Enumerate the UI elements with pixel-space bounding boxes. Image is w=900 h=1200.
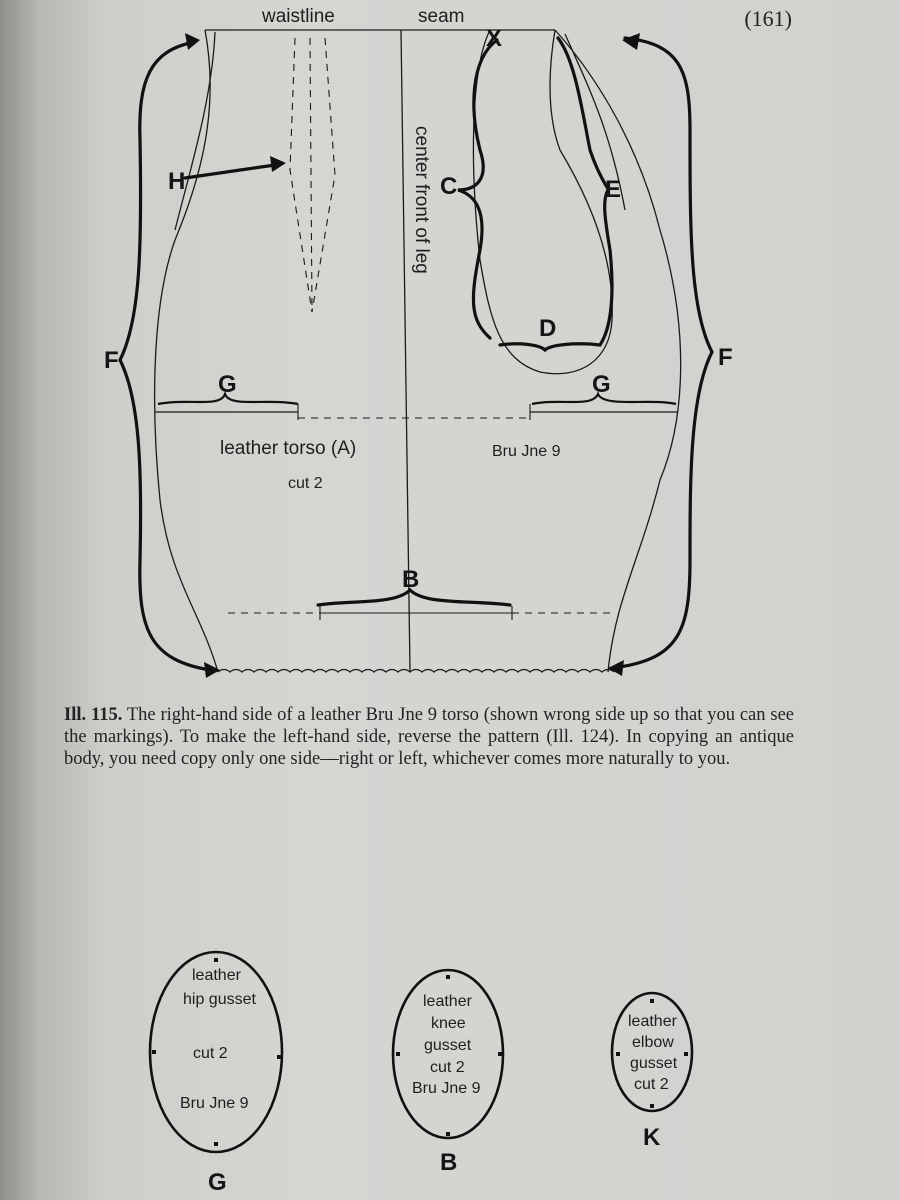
torso-right-inner-outline xyxy=(564,33,626,211)
torso-cut-label: cut 2 xyxy=(288,475,323,492)
torso-model-label: Bru Jne 9 xyxy=(492,443,561,460)
knee-gusset-line2: knee xyxy=(431,1015,466,1032)
hip-gusset-letter: G xyxy=(208,1169,227,1196)
bracket-f-left xyxy=(118,40,212,672)
arrowhead-h xyxy=(270,156,286,172)
dart-line-right xyxy=(311,37,336,313)
x-mark: X xyxy=(486,25,502,52)
dart-line-left xyxy=(289,37,313,313)
leg-opening-line xyxy=(472,29,613,375)
torso-right-outline xyxy=(554,29,682,673)
caption-text: The right-hand side of a leather Bru Jne… xyxy=(64,705,794,769)
hip-gusset-line2: hip gusset xyxy=(183,991,256,1008)
letter-f-right: F xyxy=(718,344,733,371)
letter-h: H xyxy=(168,168,185,195)
bracket-d xyxy=(498,342,602,353)
knee-gusset-line1: leather xyxy=(423,993,473,1010)
letter-e: E xyxy=(605,176,621,203)
bracket-c xyxy=(457,38,499,340)
knee-gusset-outline xyxy=(391,968,505,1140)
torso-left-outline xyxy=(153,29,219,673)
bracket-e xyxy=(556,36,614,347)
elbow-gusset-letter: K xyxy=(643,1124,661,1151)
letter-c: C xyxy=(440,173,457,200)
arrowhead-bottom-right xyxy=(608,660,624,676)
bracket-b xyxy=(316,587,512,607)
bracket-g-right xyxy=(531,391,677,406)
knee-gusset-letter: B xyxy=(440,1149,457,1176)
arrowhead-top-right xyxy=(622,33,640,50)
center-front-label: center front of leg xyxy=(411,126,432,274)
knee-gusset-model: Bru Jne 9 xyxy=(412,1080,481,1097)
bottom-scalloped-edge xyxy=(217,668,615,673)
hip-gusset-outline xyxy=(148,950,284,1154)
elbow-gusset-line3: gusset xyxy=(630,1055,678,1072)
bracket-g-left xyxy=(157,390,299,406)
torso-left-inner-outline xyxy=(174,31,216,231)
letter-g-left: G xyxy=(218,371,237,398)
hip-gusset-cut: cut 2 xyxy=(193,1045,228,1062)
letter-g-right: G xyxy=(592,371,611,398)
figure-caption: Ill. 115. The right-hand side of a leath… xyxy=(64,704,794,770)
letter-f-left: F xyxy=(104,347,119,374)
elbow-gusset-outline xyxy=(610,991,694,1113)
knee-gusset-line3: gusset xyxy=(424,1037,472,1054)
hip-gusset-line1: leather xyxy=(192,967,242,984)
torso-title: leather torso (A) xyxy=(220,438,356,459)
hip-gusset-model: Bru Jne 9 xyxy=(180,1095,249,1112)
seam-label: seam xyxy=(418,6,464,27)
bracket-f-right xyxy=(610,36,714,670)
letter-d: D xyxy=(539,315,556,342)
letter-b: B xyxy=(402,566,419,593)
elbow-gusset-line1: leather xyxy=(628,1013,678,1030)
knee-gusset-cut: cut 2 xyxy=(430,1059,465,1076)
elbow-gusset-cut: cut 2 xyxy=(634,1076,669,1093)
dart-center-line xyxy=(309,37,313,313)
arrowhead-bottom-left xyxy=(204,662,220,678)
elbow-gusset-line2: elbow xyxy=(632,1034,674,1051)
caption-label: Ill. 115. xyxy=(64,705,123,725)
center-front-line xyxy=(400,29,411,673)
h-arrow-shaft xyxy=(183,163,277,180)
arrowhead-top-left xyxy=(185,33,200,50)
waistline-label: waistline xyxy=(261,6,335,27)
page-number: (161) xyxy=(744,6,792,31)
